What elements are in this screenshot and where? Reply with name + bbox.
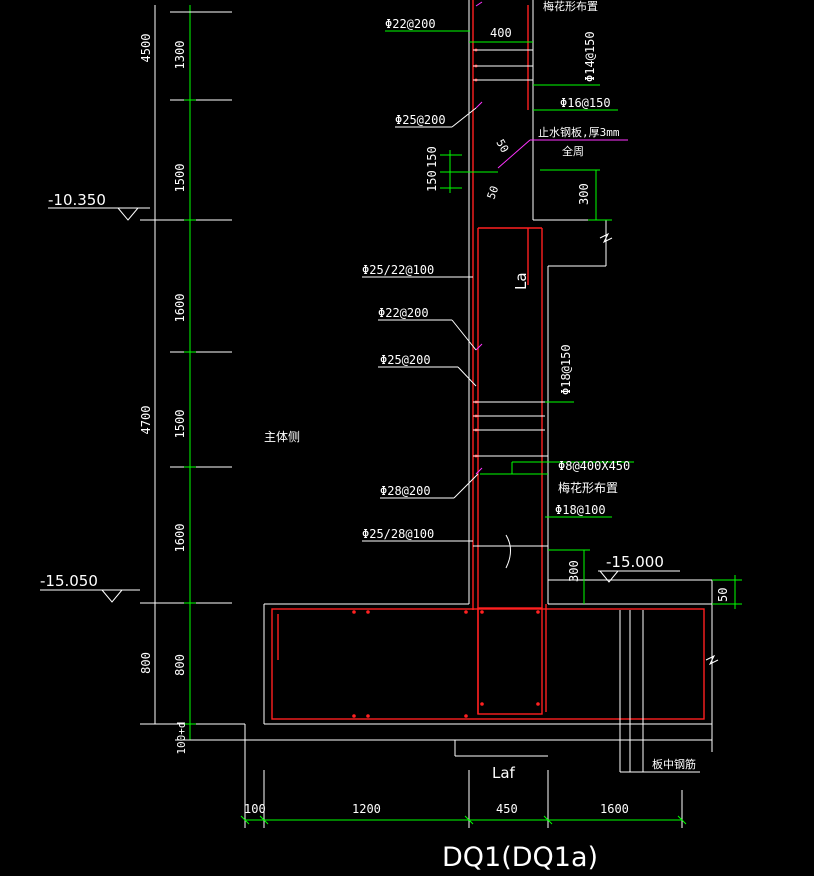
- dim-800-inner: 800: [173, 654, 187, 676]
- label-bar-22: Φ22@200: [378, 306, 429, 320]
- dim-bottom-1200: 1200: [352, 802, 381, 816]
- label-top-bar: Φ22@200: [385, 17, 436, 31]
- level-lower-label: -15.050: [40, 572, 98, 590]
- level-slab-label: -15.000: [606, 553, 664, 571]
- label-main-vert: Φ25/22@100: [362, 263, 434, 277]
- dim-4500: 4500: [139, 34, 153, 63]
- horizontal-bars: [454, 49, 700, 773]
- dim-4700: 4700: [139, 406, 153, 435]
- label-bar-25-top: Φ25@200: [395, 113, 446, 127]
- dim-1600-b: 1600: [173, 524, 187, 553]
- waterstop: [475, 1, 628, 475]
- label-waterstop: 止水钢板,厚3mm: [538, 125, 620, 139]
- drawing-title: DQ1(DQ1a): [442, 842, 598, 873]
- label-width-400: 400: [490, 26, 512, 40]
- rebar-labels: Φ22@200 400 Φ14@150 Φ16@150 Φ25@200 止水钢板…: [362, 17, 742, 782]
- wall-outline: 梅花形布置: [244, 0, 719, 752]
- dim-bottom-100: 100: [244, 802, 266, 816]
- label-vert-18: Φ18@150: [559, 344, 573, 395]
- label-d50-right: 50: [716, 588, 730, 602]
- label-bar-25-28: Φ25/28@100: [362, 527, 434, 541]
- label-waterstop-2: 全周: [562, 144, 584, 158]
- label-la: La: [512, 272, 530, 290]
- dim-1500-b: 1500: [173, 410, 187, 439]
- label-tie: Φ8@400X450: [558, 459, 630, 473]
- left-dimension-chain: 4500 4700 800 100+d 1300 1500 1600 1500 …: [139, 5, 245, 755]
- level-upper-label: -10.350: [48, 191, 106, 209]
- label-d150a: 150: [425, 146, 439, 168]
- label-vert-14: Φ14@150: [583, 31, 597, 82]
- dim-1500-a: 1500: [173, 164, 187, 193]
- zone-label: 主体侧: [264, 430, 300, 444]
- label-laf: Laf: [492, 764, 516, 782]
- elevation-slab: -15.000: [598, 553, 680, 583]
- top-note: 梅花形布置: [543, 0, 598, 13]
- label-bar-25-mid: Φ25@200: [380, 353, 431, 367]
- dim-1300: 1300: [173, 41, 187, 70]
- label-d50a: 50: [493, 137, 511, 155]
- bottom-dimension-chain: 100 1200 450 1600: [240, 740, 687, 828]
- label-d50b: 50: [485, 184, 502, 201]
- label-horiz-18: Φ18@100: [555, 503, 606, 517]
- label-horiz-16: Φ16@150: [560, 96, 611, 110]
- label-tie-note: 梅花形布置: [558, 480, 618, 495]
- rebar-red: [271, 0, 705, 720]
- elevation-lower: -15.050: [40, 572, 140, 603]
- label-d150b: 150: [425, 170, 439, 192]
- label-slab-bar: 板中钢筋: [652, 757, 696, 771]
- dim-800-outer: 800: [139, 652, 153, 674]
- label-d300-top: 300: [577, 183, 591, 205]
- dim-100d: 100+d: [175, 721, 188, 754]
- dim-bottom-450: 450: [496, 802, 518, 816]
- elevation-upper: -10.350: [48, 191, 150, 221]
- label-d300-bot: 300: [567, 560, 581, 582]
- dim-1600-a: 1600: [173, 294, 187, 323]
- label-bar-28: Φ28@200: [380, 484, 431, 498]
- dim-bottom-1600: 1600: [600, 802, 629, 816]
